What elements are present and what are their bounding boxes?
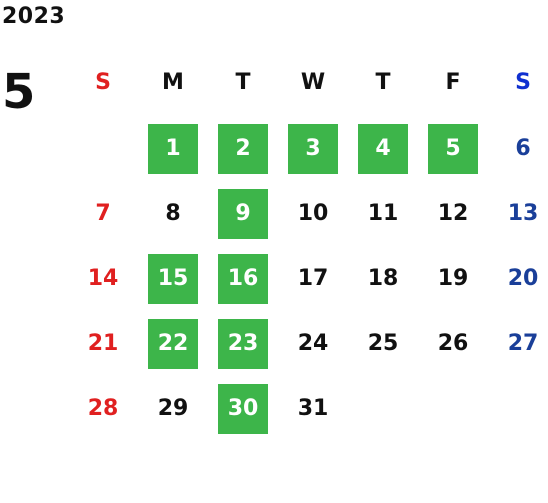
- day-number: 22: [157, 331, 189, 356]
- day-cell[interactable]: 7: [68, 189, 138, 239]
- day-cell[interactable]: 19: [418, 254, 488, 304]
- day-cell[interactable]: 6: [488, 124, 548, 174]
- day-cell[interactable]: 10: [278, 189, 348, 239]
- week-row: 21 22 23 24 25 26 27: [68, 319, 548, 384]
- day-number: 25: [367, 331, 399, 356]
- day-cell[interactable]: 29: [138, 384, 208, 434]
- highlight-box: [218, 384, 268, 434]
- highlight-box: [218, 254, 268, 304]
- day-cell[interactable]: 12: [418, 189, 488, 239]
- day-cell[interactable]: 25: [348, 319, 418, 369]
- day-number: 14: [87, 266, 119, 291]
- day-cell[interactable]: 17: [278, 254, 348, 304]
- day-number: 12: [437, 201, 469, 226]
- day-number: 26: [437, 331, 469, 356]
- day-cell[interactable]: 21: [68, 319, 138, 369]
- day-number: 4: [375, 136, 391, 161]
- day-number: 2: [235, 136, 251, 161]
- day-number: 9: [235, 201, 251, 226]
- day-number: 19: [437, 266, 469, 291]
- weekday-monday: M: [162, 69, 184, 95]
- weekday-sunday: S: [95, 69, 111, 95]
- highlight-box: [218, 124, 268, 174]
- highlight-box: [148, 124, 198, 174]
- day-number: 16: [227, 266, 259, 291]
- highlight-box: [218, 319, 268, 369]
- day-cell[interactable]: 11: [348, 189, 418, 239]
- day-number: 5: [445, 136, 461, 161]
- day-cell[interactable]: 30: [208, 384, 278, 434]
- day-number: 23: [227, 331, 259, 356]
- day-number: 13: [507, 201, 539, 226]
- highlight-box: [148, 319, 198, 369]
- day-cell[interactable]: 16: [208, 254, 278, 304]
- week-row: 1 2 3 4 5 6: [68, 124, 548, 189]
- day-number: 27: [507, 331, 539, 356]
- empty-day-cell: [418, 384, 488, 434]
- day-cell[interactable]: 5: [418, 124, 488, 174]
- highlight-box: [218, 189, 268, 239]
- day-number: 8: [165, 201, 181, 226]
- day-cell[interactable]: 31: [278, 384, 348, 434]
- week-row: 7 8 9 10 11 12 13: [68, 189, 548, 254]
- weekday-wednesday: W: [300, 69, 326, 95]
- day-cell[interactable]: 2: [208, 124, 278, 174]
- day-cell[interactable]: 1: [138, 124, 208, 174]
- day-cell[interactable]: 14: [68, 254, 138, 304]
- day-cell[interactable]: 28: [68, 384, 138, 434]
- day-number: 10: [297, 201, 329, 226]
- month-label: 5: [2, 64, 36, 120]
- highlight-box: [288, 124, 338, 174]
- week-row: 28 29 30 31: [68, 384, 548, 449]
- day-number: 29: [157, 396, 189, 421]
- day-cell[interactable]: 15: [138, 254, 208, 304]
- day-cell[interactable]: 13: [488, 189, 548, 239]
- weekday-header-row: S M T W T F S: [68, 60, 548, 104]
- day-cell[interactable]: 18: [348, 254, 418, 304]
- day-number: 3: [305, 136, 321, 161]
- day-number: 1: [165, 136, 181, 161]
- day-number: 20: [507, 266, 539, 291]
- weekday-saturday: S: [515, 69, 531, 95]
- day-number: 18: [367, 266, 399, 291]
- day-cell[interactable]: 20: [488, 254, 548, 304]
- day-cell[interactable]: 27: [488, 319, 548, 369]
- day-cell[interactable]: 9: [208, 189, 278, 239]
- day-cell[interactable]: 3: [278, 124, 348, 174]
- highlight-box: [358, 124, 408, 174]
- day-number: 6: [515, 136, 531, 161]
- day-number: 24: [297, 331, 329, 356]
- day-number: 21: [87, 331, 119, 356]
- day-cell[interactable]: 8: [138, 189, 208, 239]
- weekday-tuesday: T: [235, 69, 251, 95]
- day-cell[interactable]: 24: [278, 319, 348, 369]
- day-number: 17: [297, 266, 329, 291]
- day-cell[interactable]: 26: [418, 319, 488, 369]
- highlight-box: [148, 254, 198, 304]
- empty-day-cell: [348, 384, 418, 434]
- highlight-box: [428, 124, 478, 174]
- day-number: 11: [367, 201, 399, 226]
- day-number: 15: [157, 266, 189, 291]
- year-label: 2023: [2, 4, 66, 29]
- day-cell[interactable]: 22: [138, 319, 208, 369]
- day-number: 30: [227, 396, 259, 421]
- empty-day-cell: [68, 124, 138, 174]
- weekday-friday: F: [445, 69, 461, 95]
- day-cell[interactable]: 23: [208, 319, 278, 369]
- day-number: 28: [87, 396, 119, 421]
- week-row: 14 15 16 17 18 19 20: [68, 254, 548, 319]
- day-number: 7: [95, 201, 111, 226]
- day-number: 31: [297, 396, 329, 421]
- weekday-thursday: T: [375, 69, 391, 95]
- day-cell[interactable]: 4: [348, 124, 418, 174]
- empty-day-cell: [488, 384, 548, 434]
